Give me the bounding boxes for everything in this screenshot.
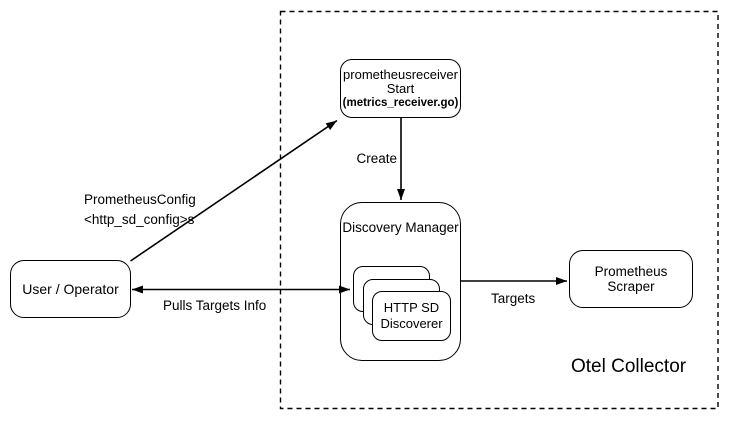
prometheus-receiver-line1: prometheusreceiver	[343, 66, 458, 82]
http-sd-discoverer-line2: Discoverer	[380, 316, 443, 331]
node-user-operator: User / Operator	[10, 260, 131, 318]
prometheus-receiver-line3: (metrics_receiver.go)	[342, 96, 459, 109]
discovery-manager-label: Discovery Manager	[342, 220, 459, 235]
prometheus-receiver-line2: Start	[386, 80, 415, 96]
node-prometheus-scraper: Prometheus Scraper	[569, 250, 693, 308]
user-operator-label: User / Operator	[22, 281, 119, 297]
http-sd-discoverer-line1: HTTP SD	[383, 300, 440, 315]
create-edge-label: Create	[356, 151, 397, 166]
otel-collector-label: Otel Collector	[571, 356, 687, 377]
node-prometheus-receiver: prometheusreceiver Start (metrics_receiv…	[340, 59, 461, 118]
node-discovery-manager: Discovery Manager HTTP SD Discoverer	[340, 202, 461, 361]
prometheus-config-edge-label: PrometheusConfig <http_sd_config>s	[84, 190, 196, 230]
pulls-targets-edge-label: Pulls Targets Info	[163, 298, 267, 313]
targets-edge-label: Targets	[491, 291, 536, 306]
prometheus-scraper-label: Prometheus Scraper	[594, 264, 668, 294]
node-http-sd-discoverer: HTTP SD Discoverer	[372, 291, 451, 341]
prometheus-config-line2: <http_sd_config>s	[84, 212, 195, 227]
prometheus-config-line1: PrometheusConfig	[84, 192, 196, 207]
